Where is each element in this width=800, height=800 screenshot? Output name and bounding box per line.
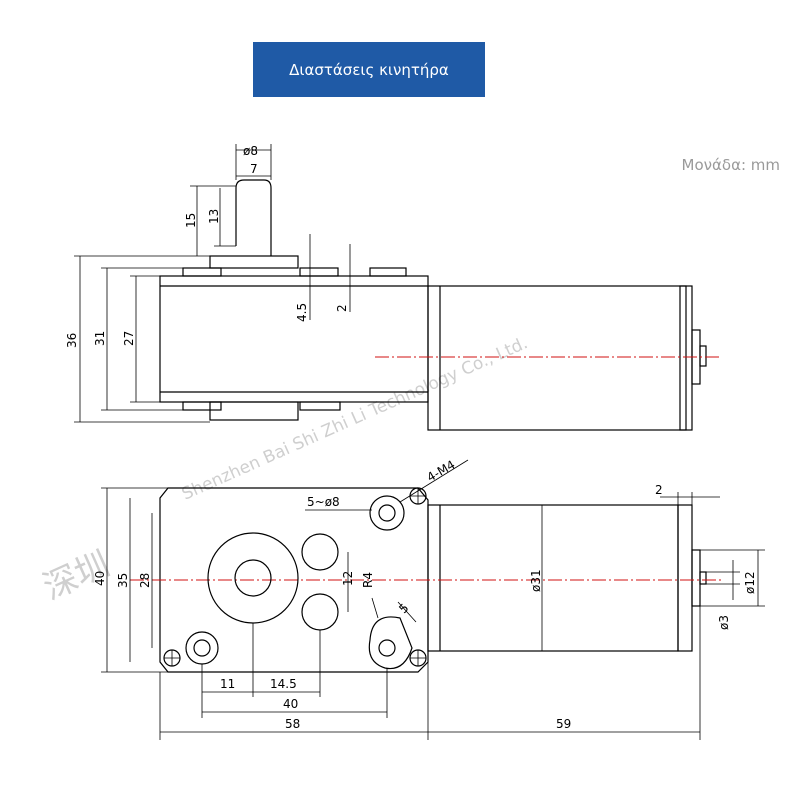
dim-shaft-diameter-front: ø3 <box>717 615 731 630</box>
dim-shaft-width: 7 <box>250 162 258 176</box>
dim-40: 40 <box>283 697 298 711</box>
unit-label: Μονάδα: mm <box>681 156 781 174</box>
top-boss-mid <box>299 267 339 277</box>
shaft-boss <box>209 255 299 269</box>
dim-58: 58 <box>285 717 300 731</box>
output-bore <box>234 559 272 597</box>
dim-11: 11 <box>220 677 235 691</box>
gearbox-front <box>159 487 429 673</box>
label-slot: 5 <box>396 601 411 616</box>
front-view: 40 35 28 12 4-M4 5~ø8 R4 5 ø31 2 ø12 ø3 <box>93 457 765 740</box>
label-mount-holes: 4-M4 <box>425 457 458 484</box>
output-hub <box>207 532 299 624</box>
top-boss-right <box>369 267 407 277</box>
output-shaft <box>235 179 272 256</box>
dim-14-5: 14.5 <box>270 677 297 691</box>
gearbox-side <box>159 275 429 403</box>
dim-front-height-mid: 35 <box>116 573 130 588</box>
dim-shaft-diameter: ø8 <box>243 144 258 158</box>
dim-hole-spacing-v: 12 <box>341 571 355 586</box>
dim-shaft-height-outer: 15 <box>184 213 198 228</box>
dim-step-a: 4.5 <box>295 303 309 322</box>
dim-height-inner: 27 <box>122 331 136 346</box>
dim-front-height-total: 40 <box>93 571 107 586</box>
watermark-company: Shenzhen Bai Shi Zhi Li Technology Co., … <box>179 333 531 504</box>
dim-flange-thickness: 2 <box>655 483 663 497</box>
dim-front-height-inner: 28 <box>138 573 152 588</box>
dim-motor-diameter: ø31 <box>529 569 543 592</box>
dim-step-b: 2 <box>335 304 349 312</box>
label-radius: R4 <box>361 572 375 588</box>
motor-body-side <box>427 285 687 431</box>
top-boss-left <box>182 267 222 277</box>
title-banner: Διαστάσεις κινητήρα <box>253 42 485 97</box>
side-view: ø8 7 15 13 36 31 27 4.5 2 <box>65 144 722 431</box>
label-holes: 5~ø8 <box>307 495 340 509</box>
dim-59: 59 <box>556 717 571 731</box>
motor-body-front <box>427 504 679 652</box>
dim-height-mid: 31 <box>93 331 107 346</box>
dim-shaft-height-inner: 13 <box>207 209 221 224</box>
dim-height-total: 36 <box>65 333 79 348</box>
dim-boss-diameter: ø12 <box>743 571 757 594</box>
